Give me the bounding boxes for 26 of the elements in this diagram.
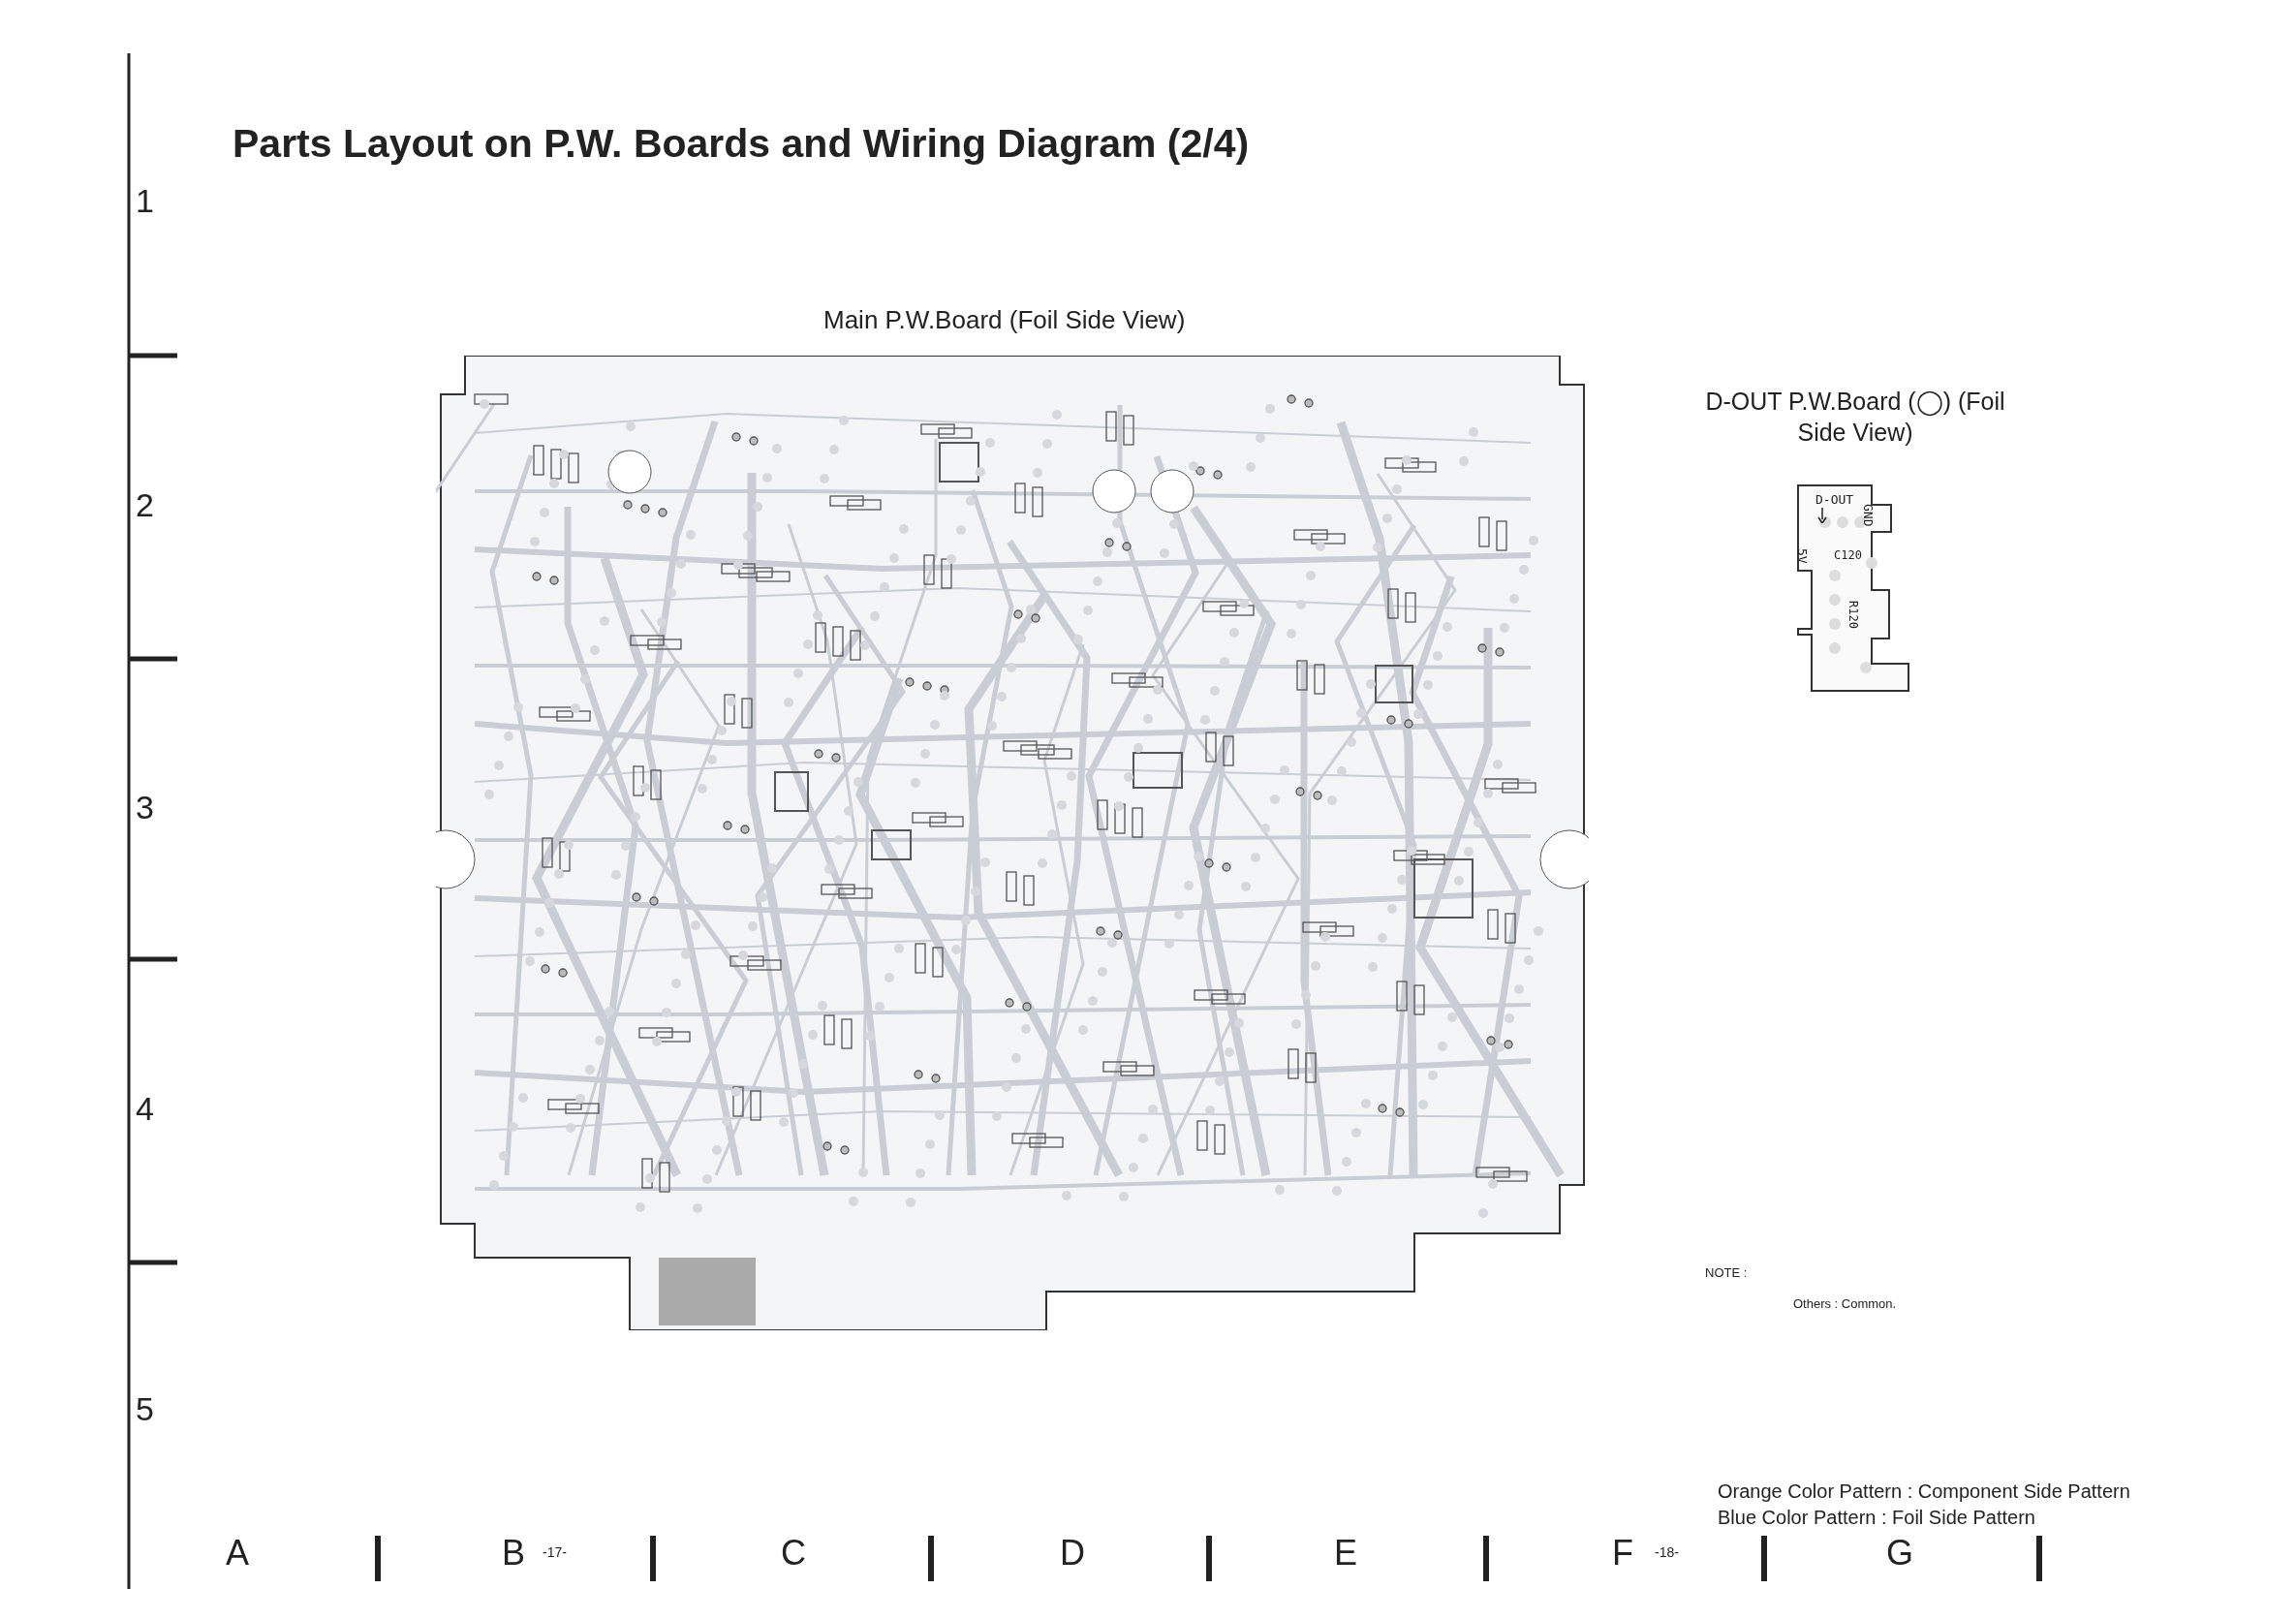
part-label: R120 — [1846, 601, 1860, 629]
row-number: 2 — [136, 486, 154, 524]
legend-text: Orange Color Pattern : Component Side Pattern — [1718, 1480, 2130, 1503]
part-label: C120 — [1834, 548, 1862, 562]
column-letter: F — [1612, 1533, 1633, 1573]
part-label: D-OUT — [1815, 492, 1854, 507]
column-letter: D — [1060, 1533, 1085, 1573]
column-letter: E — [1334, 1533, 1357, 1573]
row-number: 1 — [136, 182, 154, 220]
legend-text: Blue Color Pattern : Foil Side Pattern — [1718, 1507, 2035, 1529]
column-letter: G — [1886, 1533, 1913, 1573]
board-heading: D-OUT P.W.Board (◯) (Foil Side View) — [1705, 387, 2005, 448]
page-title: Parts Layout on P.W. Boards and Wiring Diagram (2/4) — [233, 121, 1250, 167]
part-label: GND — [1861, 504, 1876, 527]
row-number: 4 — [136, 1090, 154, 1128]
row-number: 3 — [136, 789, 154, 826]
board-heading: Main P.W.Board (Foil Side View) — [823, 305, 1186, 335]
page-number: -17- — [543, 1544, 567, 1560]
note-text: Others : Common. — [1793, 1296, 1897, 1311]
column-letter: B — [502, 1533, 525, 1573]
column-letter: C — [781, 1533, 806, 1573]
row-number: 5 — [136, 1390, 154, 1428]
column-letter: A — [226, 1533, 249, 1573]
note-text: NOTE : — [1705, 1265, 1748, 1280]
part-label: 5V — [1795, 548, 1810, 564]
page-number: -18- — [1655, 1544, 1679, 1560]
